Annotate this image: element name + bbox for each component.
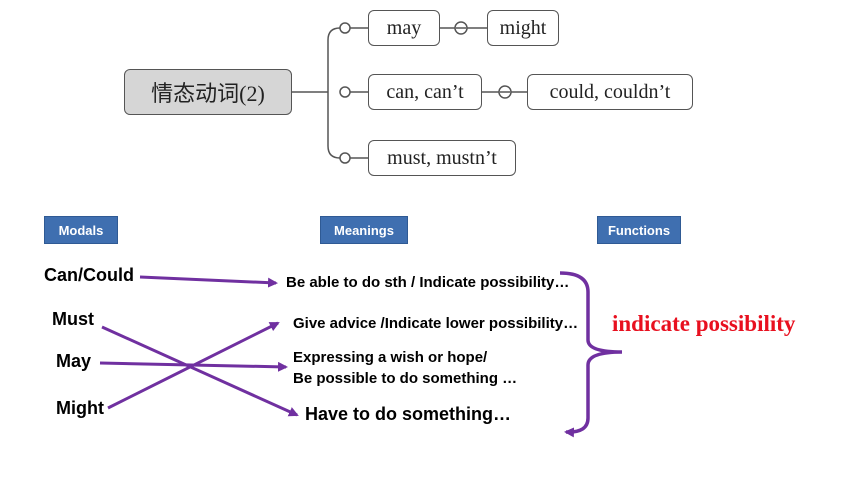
node-must-mustnt: must, mustn’t xyxy=(368,140,516,176)
mindmap-root: 情态动词(2) xyxy=(124,69,292,115)
meaning-wish-line1: Expressing a wish or hope/ xyxy=(293,349,488,366)
meaning-advice: Give advice /Indicate lower possibility… xyxy=(293,315,579,332)
mindmap-connectors xyxy=(292,21,527,164)
arrow-must xyxy=(101,325,299,417)
arrow-can-could xyxy=(139,275,278,288)
modal-can-could: Can/Could xyxy=(44,265,134,285)
header-functions: Functions xyxy=(597,216,681,244)
header-meanings: Meanings xyxy=(320,216,408,244)
node-could-couldnt: could, couldn’t xyxy=(527,74,693,110)
meaning-obligation: Have to do something… xyxy=(305,404,512,424)
modal-might: Might xyxy=(56,398,104,418)
header-modals: Modals xyxy=(44,216,118,244)
meaning-ability: Be able to do sth / Indicate possibility… xyxy=(286,274,570,291)
node-may: may xyxy=(368,10,440,46)
matching-arrows xyxy=(99,275,299,417)
brace xyxy=(559,271,623,438)
node-might: might xyxy=(487,10,559,46)
modal-may: May xyxy=(56,351,92,371)
meaning-wish-line2: Be possible to do something … xyxy=(293,370,518,387)
function-label: indicate possibility xyxy=(612,311,796,336)
arrow-might xyxy=(107,321,280,410)
modal-must: Must xyxy=(52,309,94,329)
node-can-cant: can, can’t xyxy=(368,74,482,110)
